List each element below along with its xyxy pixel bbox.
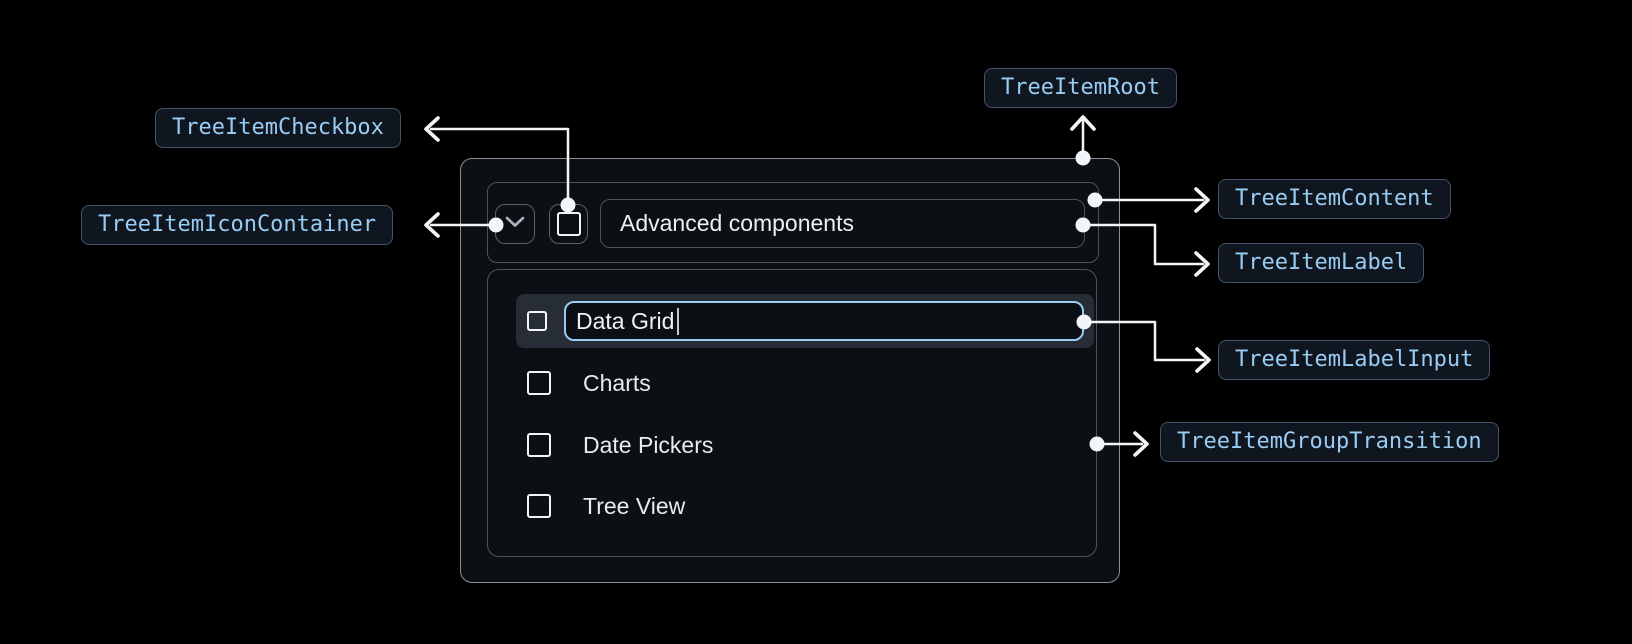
checkbox-unchecked-icon[interactable] <box>527 494 551 518</box>
chip-tree-item-checkbox: TreeItemCheckbox <box>155 108 401 148</box>
arrowhead-right <box>1194 251 1210 277</box>
tree-item-group-transition <box>487 269 1097 557</box>
tree-item[interactable]: Date Pickers <box>527 415 1067 475</box>
tree-item[interactable]: Tree View <box>527 476 1067 536</box>
chip-tree-item-root: TreeItemRoot <box>984 68 1177 108</box>
arrowhead-right <box>1194 187 1210 213</box>
tree-item[interactable]: Charts <box>527 353 1067 413</box>
tree-item-content[interactable] <box>487 182 1099 263</box>
arrowhead-right <box>1195 347 1211 373</box>
chip-tree-item-label: TreeItemLabel <box>1218 243 1425 283</box>
checkbox-unchecked-icon[interactable] <box>527 311 547 331</box>
tree-item-label-input[interactable]: Data Grid <box>564 301 1084 341</box>
label-input-value: Data Grid <box>576 307 675 334</box>
tree-item-label: Date Pickers <box>583 431 714 458</box>
parent-item-label: Advanced components <box>620 210 854 236</box>
chip-tree-item-content: TreeItemContent <box>1218 179 1451 219</box>
text-caret <box>677 307 680 335</box>
tree-item-checkbox[interactable] <box>549 204 588 244</box>
arrowhead-left <box>424 212 440 238</box>
tree-item-root <box>460 158 1120 583</box>
tree-item-label: Charts <box>583 369 651 396</box>
tree-item-label: Tree View <box>583 492 686 519</box>
arrowhead-right <box>1133 431 1149 457</box>
checkbox-unchecked-icon[interactable] <box>527 371 551 395</box>
arrowhead-up <box>1070 115 1096 131</box>
arrowhead-left <box>424 116 440 142</box>
checkbox-unchecked-icon <box>556 212 581 236</box>
tree-item-label: Advanced components <box>600 199 1085 248</box>
checkbox-unchecked-icon[interactable] <box>527 433 551 457</box>
chevron-down-icon <box>505 215 525 233</box>
chip-tree-item-label-input: TreeItemLabelInput <box>1218 340 1491 380</box>
chip-tree-item-group-transition: TreeItemGroupTransition <box>1160 422 1499 462</box>
chip-tree-item-icon-container: TreeItemIconContainer <box>81 205 394 245</box>
tree-item-icon-container[interactable] <box>495 204 535 244</box>
